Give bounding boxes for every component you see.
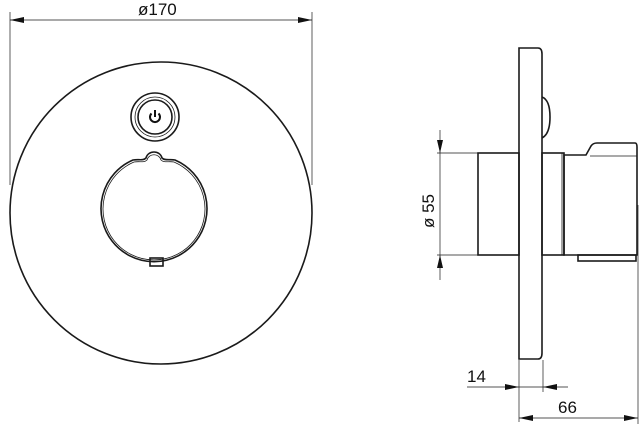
depth-14-dimension: 14: [467, 360, 568, 422]
neck: [541, 152, 565, 256]
power-icon: [149, 110, 161, 123]
depth-66-dimension: 66: [519, 205, 639, 424]
knob-side: [563, 142, 638, 256]
dimension-label-66: 66: [558, 398, 577, 417]
diameter-170-dimension: ø170: [9, 0, 313, 185]
cover-plate-outline: [9, 61, 313, 365]
dimension-label-14: 14: [467, 367, 486, 386]
side-view: ø 55 14 66: [419, 47, 639, 424]
knob-tab-side: [577, 254, 637, 262]
diameter-55-dimension: ø 55: [419, 130, 478, 280]
mounting-body: [477, 152, 520, 256]
thermostat-knob: [100, 151, 208, 267]
cover-plate-side: [518, 47, 543, 360]
dimension-label-170: ø170: [138, 0, 177, 19]
dimension-label-55: ø 55: [419, 194, 438, 228]
button-side: [541, 96, 551, 139]
front-view: ø170: [9, 0, 313, 365]
power-button: [130, 92, 180, 142]
